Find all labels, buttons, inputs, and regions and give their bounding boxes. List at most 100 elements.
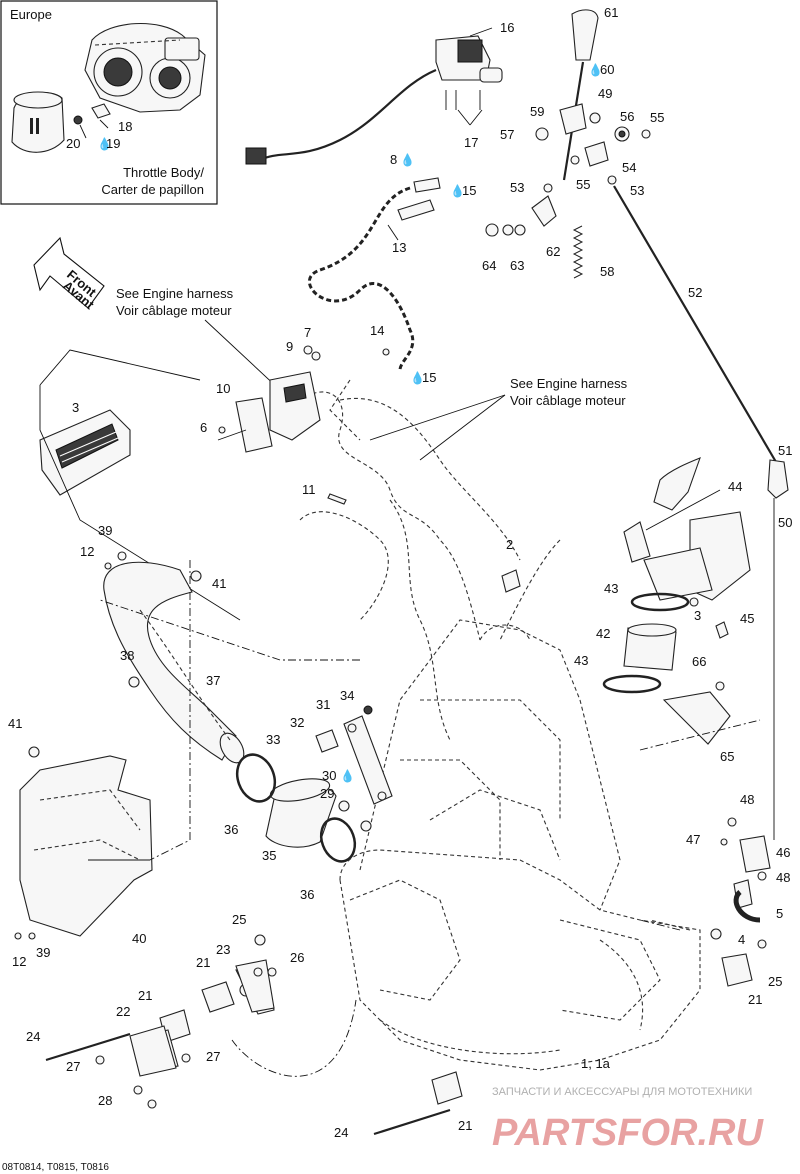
callout-16: 16 xyxy=(500,20,514,35)
callout-53b: 53 xyxy=(630,183,644,198)
deflector-40 xyxy=(19,755,153,937)
fasteners xyxy=(14,345,767,949)
ignition-coil-10 xyxy=(217,371,321,453)
callout-5: 5 xyxy=(776,906,783,921)
callout-35: 35 xyxy=(262,848,276,863)
callout-55a: 55 xyxy=(650,110,664,125)
callout-40: 40 xyxy=(132,931,146,946)
watermark-brand: PARTSFOR.RU xyxy=(492,1112,764,1154)
air-box-cover-44 xyxy=(623,457,751,601)
callout-55b: 55 xyxy=(576,177,590,192)
oil-drop-icon: 💧 xyxy=(450,184,465,198)
callout-54: 54 xyxy=(622,160,636,175)
inset-caption-line1: Throttle Body/ xyxy=(123,165,204,180)
inset-region-label: Europe xyxy=(10,7,52,22)
callout-22: 22 xyxy=(116,1004,130,1019)
air-duct-coupler-35 xyxy=(265,778,337,848)
air-coupler-42 xyxy=(623,623,677,671)
callout-6: 6 xyxy=(200,420,207,435)
shift-lever-assembly xyxy=(485,9,789,499)
callout-26: 26 xyxy=(290,950,304,965)
callout-15b: 15 xyxy=(422,370,436,385)
watermark-tagline: ЗАПЧАСТИ И АКСЕССУАРЫ ДЛЯ МОТОТЕХНИКИ xyxy=(492,1086,752,1098)
bracket-31 xyxy=(315,705,393,832)
callout-1-1a: 1, 1a xyxy=(581,1056,611,1071)
callout-64: 64 xyxy=(482,258,496,273)
throttle-body-drawing xyxy=(84,22,206,113)
callout-27a: 27 xyxy=(206,1049,220,1064)
callout-18: 18 xyxy=(118,119,132,134)
harness-note-a-line1: See Engine harness xyxy=(116,286,234,301)
callout-51: 51 xyxy=(778,443,792,458)
callout-23: 23 xyxy=(216,942,230,957)
callout-41b: 41 xyxy=(8,716,22,731)
callout-12a: 12 xyxy=(80,544,94,559)
assembly-leaders xyxy=(99,560,761,1077)
callout-3a: 3 xyxy=(72,400,79,415)
callout-29: 29 xyxy=(320,786,334,801)
callout-20: 20 xyxy=(66,136,80,151)
oil-drop-icon: 💧 xyxy=(97,137,112,151)
throttle-cable-13 xyxy=(307,177,441,371)
callout-48a: 48 xyxy=(740,792,754,807)
callout-24a: 24 xyxy=(26,1029,40,1044)
clamps-36 xyxy=(235,753,357,863)
callout-44: 44 xyxy=(728,479,742,494)
callout-21d: 21 xyxy=(748,992,762,1007)
callout-65: 65 xyxy=(720,749,734,764)
callout-11: 11 xyxy=(302,482,316,497)
callout-3b: 3 xyxy=(694,608,701,623)
callout-9: 9 xyxy=(286,339,293,354)
engine-harness-wiring xyxy=(299,379,561,741)
oil-drop-icon: 💧 xyxy=(588,63,603,77)
mount-bracket-22 xyxy=(95,1025,191,1109)
callout-31: 31 xyxy=(316,697,330,712)
callout-53a: 53 xyxy=(510,180,524,195)
callout-45: 45 xyxy=(740,611,754,626)
callout-30: 30 xyxy=(322,768,336,783)
bracket-65 xyxy=(662,691,731,745)
callout-25b: 25 xyxy=(768,974,782,989)
callout-58: 58 xyxy=(600,264,614,279)
callout-4: 4 xyxy=(738,932,745,947)
callout-43b: 43 xyxy=(574,653,588,668)
callout-42: 42 xyxy=(596,626,610,641)
callout-24b: 24 xyxy=(334,1125,348,1140)
voltage-regulator-3 xyxy=(39,349,241,621)
callout-13: 13 xyxy=(392,240,406,255)
callout-63: 63 xyxy=(510,258,524,273)
callout-60: 60 xyxy=(600,62,614,77)
mount-bracket-23 xyxy=(235,934,277,1013)
callout-10: 10 xyxy=(216,381,230,396)
callout-37: 37 xyxy=(206,673,220,688)
callout-33: 33 xyxy=(266,732,280,747)
callout-38: 38 xyxy=(120,648,134,663)
callout-36b: 36 xyxy=(300,887,314,902)
callout-28: 28 xyxy=(98,1093,112,1108)
callout-49: 49 xyxy=(598,86,612,101)
harness-note-b-line1: See Engine harness xyxy=(510,376,628,391)
callout-34: 34 xyxy=(340,688,354,703)
callout-61: 61 xyxy=(604,5,618,20)
inset-fasteners xyxy=(73,103,111,139)
engine-block-1 xyxy=(339,619,701,1071)
callout-47: 47 xyxy=(686,832,700,847)
callout-36a: 36 xyxy=(224,822,238,837)
callout-25a: 25 xyxy=(232,912,246,927)
callout-2: 2 xyxy=(506,537,513,552)
callout-14: 14 xyxy=(370,323,384,338)
callout-labels: 1, 1a 2 3 3 4 5 6 7 8 9 10 11 12 12 13 1… xyxy=(8,5,792,1140)
throttle-sensor-16 xyxy=(245,27,503,165)
inset-caption-line2: Carter de papillon xyxy=(101,182,204,197)
callout-41a: 41 xyxy=(212,576,226,591)
callout-50: 50 xyxy=(778,515,792,530)
callout-21b: 21 xyxy=(138,988,152,1003)
vent-hose-5 xyxy=(649,890,761,940)
callout-7: 7 xyxy=(304,325,311,340)
callout-43a: 43 xyxy=(604,581,618,596)
air-intake-duct-37 xyxy=(103,561,245,764)
callout-59: 59 xyxy=(530,104,544,119)
callout-15a: 15 xyxy=(462,183,476,198)
callout-19: 19 xyxy=(106,136,120,151)
clamps-43 xyxy=(602,592,690,694)
